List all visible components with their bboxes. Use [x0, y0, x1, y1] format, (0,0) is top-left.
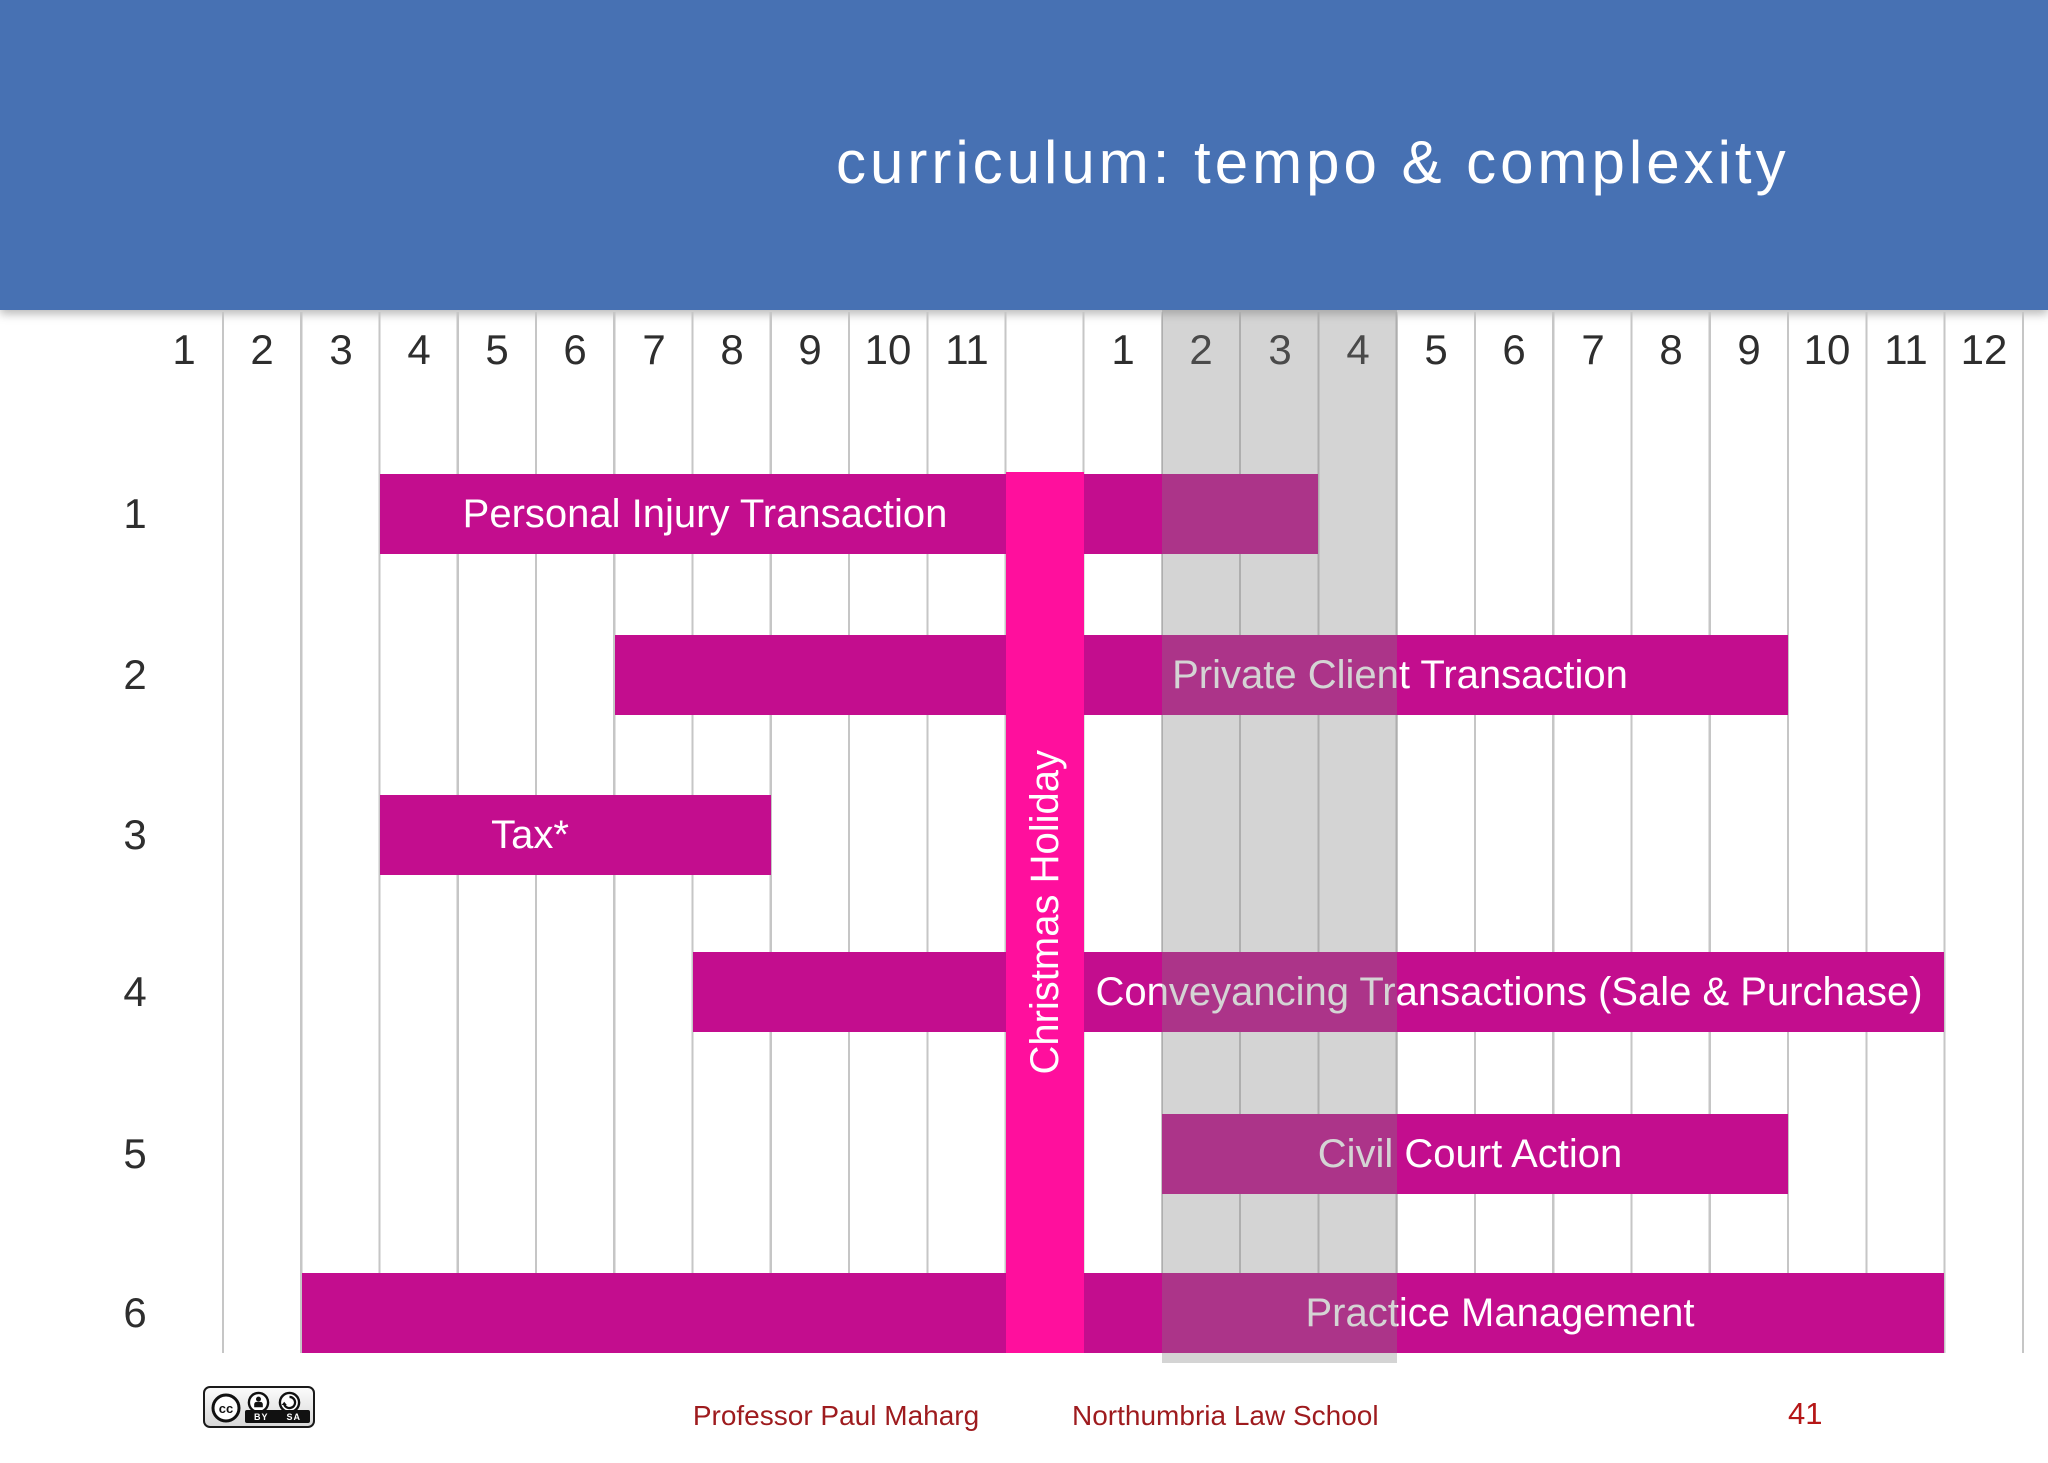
term2-month-label: 6 [1502, 326, 1526, 373]
by-label: BY [253, 1411, 269, 1422]
term1-month-label: 11 [945, 326, 989, 373]
bar-civil-court-action [1162, 1114, 1788, 1194]
bar-label-conveyancing: Conveyancing Transactions (Sale & Purcha… [1095, 970, 1923, 1014]
row-label: 2 [123, 651, 147, 698]
bar-private-client-transaction [615, 635, 1788, 715]
institution-credit: Northumbria Law School [1072, 1400, 1379, 1431]
term2-month-label: 8 [1659, 326, 1683, 373]
term1-month-label: 5 [485, 326, 509, 373]
term1-month-label: 8 [720, 326, 744, 373]
term1-month-label: 1 [172, 326, 196, 373]
page-number: 41 [1788, 1396, 1823, 1431]
christmas-holiday-label: Christmas Holiday [1022, 750, 1067, 1075]
bar-label-tax: Tax* [491, 813, 569, 857]
bar-label-personal-injury: Personal Injury Transaction [462, 492, 948, 536]
bar-personal-injury-transaction [380, 474, 1318, 554]
bar-tax [380, 795, 771, 875]
term2-month-label: 5 [1424, 326, 1448, 373]
row-label: 6 [123, 1289, 147, 1336]
highlight-band [1162, 310, 1397, 1363]
bar-label-civil-court: Civil Court Action [1317, 1132, 1623, 1176]
term1-month-label: 10 [864, 326, 912, 373]
term2-month-label: 11 [1884, 326, 1928, 373]
bar-conveyancing-transactions [693, 952, 1944, 1032]
term2-month-label: 3 [1268, 326, 1292, 373]
christmas-holiday-bar: Christmas Holiday [1006, 472, 1084, 1353]
term2-month-label: 10 [1803, 326, 1851, 373]
badge-strip: BY SA [245, 1410, 310, 1423]
author-credit: Professor Paul Maharg [692, 1400, 980, 1431]
term2-month-label: 7 [1581, 326, 1605, 373]
cc-license-badge: cc BY SA [203, 1386, 315, 1428]
row-label: 1 [123, 490, 147, 537]
sa-label: SA [286, 1411, 301, 1422]
term2-month-label: 9 [1737, 326, 1761, 373]
title-banner: curriculum: tempo & complexity [0, 0, 2048, 310]
term2-month-label: 12 [1960, 326, 2008, 373]
term2-month-label: 4 [1346, 326, 1370, 373]
term2-month-label: 1 [1111, 326, 1135, 373]
term1-month-label: 6 [563, 326, 587, 373]
term1-month-label: 4 [407, 326, 431, 373]
sa-share-alike-icon [278, 1391, 301, 1419]
svg-text:cc: cc [219, 1401, 233, 1416]
term1-month-label: 7 [642, 326, 666, 373]
bar-label-practice-mgmt: Practice Management [1305, 1291, 1695, 1335]
cc-icon: cc [210, 1392, 242, 1429]
term1-month-label: 2 [250, 326, 274, 373]
row-label: 3 [123, 811, 147, 858]
page-title: curriculum: tempo & complexity [836, 129, 1790, 196]
term1-month-label: 9 [798, 326, 822, 373]
row-label: 4 [123, 968, 147, 1015]
bar-label-private-client: Private Client Transaction [1172, 653, 1628, 697]
term1-month-label: 3 [329, 326, 353, 373]
bar-practice-management [302, 1273, 1944, 1353]
term2-month-label: 2 [1189, 326, 1213, 373]
row-label: 5 [123, 1130, 147, 1177]
